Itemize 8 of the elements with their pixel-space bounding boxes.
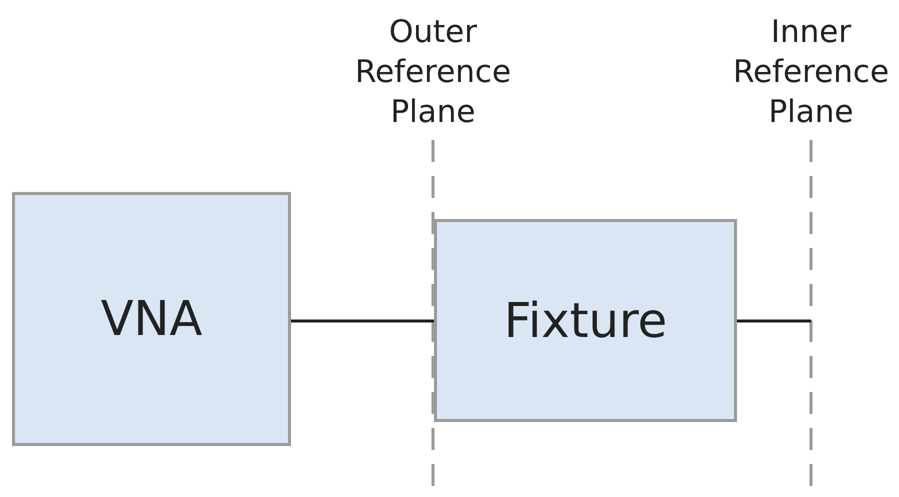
block-label: VNA xyxy=(100,291,202,347)
reference-plane-label: Inner Reference Plane xyxy=(732,13,890,132)
connector-line xyxy=(737,320,811,322)
block-box xyxy=(12,192,291,446)
block-label: Fixture xyxy=(504,292,668,348)
block-box xyxy=(434,219,737,422)
reference-plane-label: Outer Reference Plane xyxy=(354,13,512,132)
connector-line xyxy=(291,320,434,322)
